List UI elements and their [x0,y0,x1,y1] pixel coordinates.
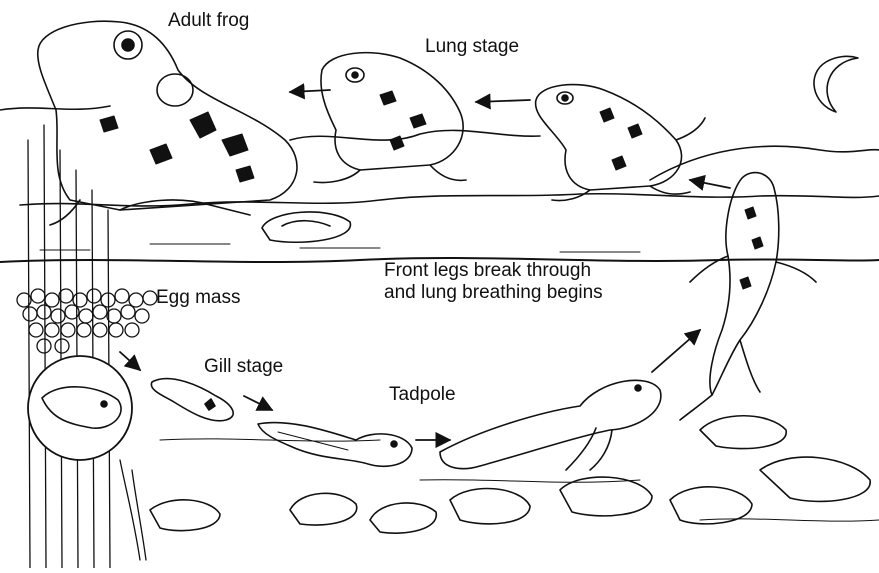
embryo-magnified-circle [28,356,132,460]
label-adult-frog: Adult frog [168,10,249,32]
label-egg-mass: Egg mass [156,287,240,309]
arrow-egg-to-gill [120,352,140,370]
arrow-legs-to-froglet [652,330,700,372]
tadpole-with-hind-legs [440,380,661,470]
arrow-gill-to-tadpole [244,396,272,410]
gill-stage-tadpole [151,379,233,421]
arrow-lung2-to-lung1 [476,100,530,102]
label-lung-stage: Lung stage [425,36,519,58]
pond-bottom-rocks [150,416,870,533]
lung-stage-frog-1 [314,53,466,183]
water-plants [28,125,146,568]
label-front-legs: Front legs break through and lung breath… [384,260,603,304]
shoreline [0,106,879,180]
arrow-froglet-to-lung2 [690,180,730,188]
submerged-log [262,212,350,242]
label-tadpole: Tadpole [389,384,456,406]
bank-ground [20,194,879,206]
lung-stage-frog-2 [536,85,705,201]
arrow-lung-to-adult [290,90,330,92]
moon-icon [814,56,858,112]
label-gill-stage: Gill stage [204,356,283,378]
young-tadpole [258,423,412,467]
egg-mass [17,289,157,353]
water-ripples [40,244,640,252]
froglet-climbing [680,173,816,420]
